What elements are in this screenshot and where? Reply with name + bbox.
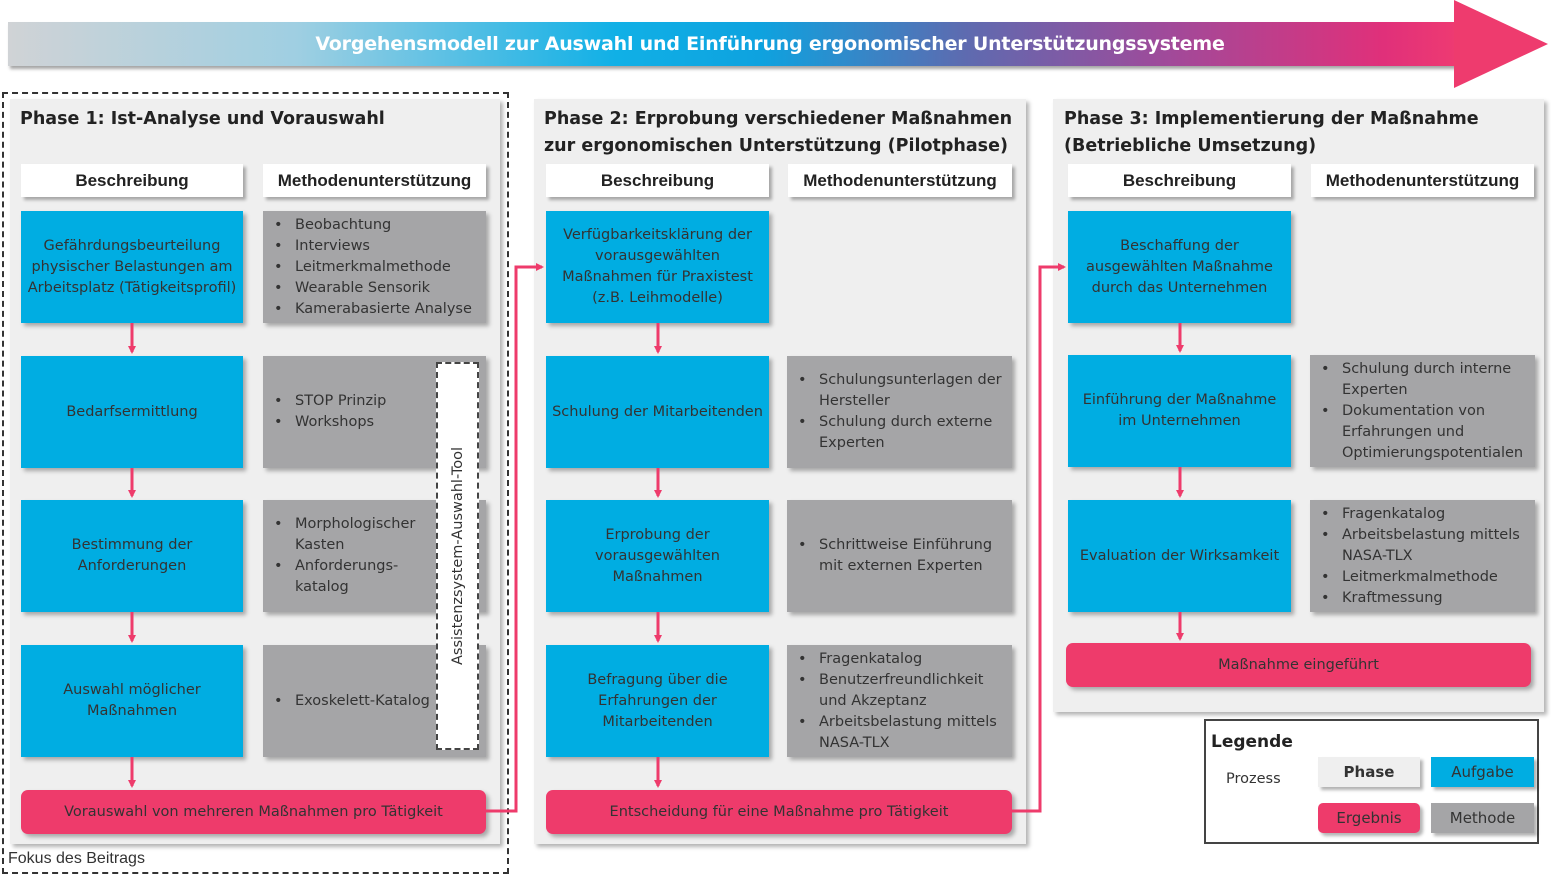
assistance-system-selection-tool: Assistenzsystem-Auswahl-Tool: [436, 362, 479, 750]
legend-task: Aufgabe: [1431, 757, 1534, 787]
phase-1-header-description: Beschreibung: [21, 164, 243, 197]
method-item: Kamerabasierte Analyse: [274, 299, 472, 320]
legend-method: Methode: [1431, 803, 1534, 833]
method-item: Schulung durch externe Experten: [798, 412, 1002, 454]
phase-1-task-2: Bedarfsermittlung: [21, 356, 243, 468]
phase-1-task-4: Auswahl möglicher Maßnahmen: [21, 645, 243, 757]
method-list: Morphologischer Kasten Anforderungs-kata…: [273, 514, 435, 598]
legend-process-label: Prozess: [1226, 771, 1281, 787]
phase-2-methods-3: Schrittweise Einführung mit externen Exp…: [787, 500, 1012, 612]
method-list: Beobachtung Interviews Leitmerkmalmethod…: [273, 215, 472, 320]
method-item: Beobachtung: [274, 215, 472, 236]
method-item: Workshops: [274, 412, 386, 433]
process-banner: [8, 22, 1456, 66]
method-list: Fragenkatalog Arbeitsbelastung mittels N…: [1320, 504, 1525, 609]
method-item: Schulungsunterlagen der Hersteller: [798, 370, 1002, 412]
phase-3-header-description: Beschreibung: [1068, 164, 1291, 197]
phase-3-title: Phase 3: Implementierung der Maßnahme (B…: [1064, 109, 1479, 156]
focus-area: [2, 92, 509, 874]
method-list: Schulungsunterlagen der Hersteller Schul…: [797, 370, 1002, 454]
focus-label: Fokus des Beitrags: [8, 850, 145, 867]
legend-title: Legende: [1211, 732, 1293, 752]
method-item: Anforderungs-katalog: [274, 556, 435, 598]
method-item: Leitmerkmalmethode: [274, 257, 472, 278]
phase-2-result: Entscheidung für eine Maßnahme pro Tätig…: [546, 790, 1012, 834]
method-item: Interviews: [274, 236, 472, 257]
phase-1-methods-1: Beobachtung Interviews Leitmerkmalmethod…: [263, 211, 486, 323]
phase-3-header-methods: Methodenunterstützung: [1311, 164, 1534, 197]
phase-3-task-1: Beschaffung der ausgewählten Maßnahme du…: [1068, 211, 1291, 323]
phase-3-task-2: Einführung der Maßnahme im Unternehmen: [1068, 355, 1291, 467]
phase-2-title: Phase 2: Erprobung verschiedener Maßnahm…: [544, 109, 1013, 156]
method-item: Fragenkatalog: [1321, 504, 1525, 525]
phase-2-task-2: Schulung der Mitarbeitenden: [546, 356, 769, 468]
method-item: Morphologischer Kasten: [274, 514, 435, 556]
method-item: Fragenkatalog: [798, 649, 1002, 670]
phase-2-methods-4: Fragenkatalog Benutzerfreundlichkeit und…: [787, 645, 1012, 757]
method-item: Schulung durch interne Experten: [1321, 359, 1525, 401]
method-list: Schulung durch interne Experten Dokument…: [1320, 359, 1525, 464]
phase-3-task-3: Evaluation der Wirksamkeit: [1068, 500, 1291, 612]
method-item: Schrittweise Einführung mit externen Exp…: [798, 535, 1002, 577]
phase-3-methods-2: Schulung durch interne Experten Dokument…: [1310, 355, 1535, 467]
method-list: Schrittweise Einführung mit externen Exp…: [797, 535, 1002, 577]
legend-phase: Phase: [1318, 757, 1420, 787]
phase-2-header-description: Beschreibung: [546, 164, 769, 197]
phase-2-header-methods: Methodenunterstützung: [788, 164, 1012, 197]
phase-2-task-3: Erprobung der vorausgewählten Maßnahmen: [546, 500, 769, 612]
method-item: Dokumentation von Erfahrungen und Optimi…: [1321, 401, 1525, 464]
process-arrow-icon: [1012, 263, 1066, 813]
method-item: Wearable Sensorik: [274, 278, 472, 299]
phase-1-header-methods: Methodenunterstützung: [263, 164, 486, 197]
phase-1-task-3: Bestimmung der Anforderungen: [21, 500, 243, 612]
method-item: STOP Prinzip: [274, 391, 386, 412]
method-item: Exoskelett-Katalog: [274, 691, 430, 712]
method-item: Arbeitsbelastung mittels NASA-TLX: [798, 712, 1002, 754]
method-item: Leitmerkmalmethode: [1321, 567, 1525, 588]
phase-1-title: Phase 1: Ist-Analyse und Vorauswahl: [20, 109, 385, 129]
phase-2-task-4: Befragung über die Erfahrungen der Mitar…: [546, 645, 769, 757]
phase-1-result: Vorauswahl von mehreren Maßnahmen pro Tä…: [21, 790, 486, 834]
phase-1-task-1: Gefährdungsbeurteilung physischer Belast…: [21, 211, 243, 323]
phase-3-methods-3: Fragenkatalog Arbeitsbelastung mittels N…: [1310, 500, 1535, 612]
phase-3-result: Maßnahme eingeführt: [1066, 643, 1531, 687]
method-list: Exoskelett-Katalog: [273, 691, 430, 712]
method-item: Benutzerfreundlichkeit und Akzeptanz: [798, 670, 1002, 712]
phase-2-task-1: Verfügbarkeitsklärung der vorausgewählte…: [546, 211, 769, 323]
method-list: STOP Prinzip Workshops: [273, 391, 386, 433]
phase-2-methods-2: Schulungsunterlagen der Hersteller Schul…: [787, 356, 1012, 468]
method-list: Fragenkatalog Benutzerfreundlichkeit und…: [797, 649, 1002, 754]
method-item: Kraftmessung: [1321, 588, 1525, 609]
process-arrow-icon: [486, 263, 544, 813]
page-title: Vorgehensmodell zur Auswahl und Einführu…: [315, 33, 1225, 55]
legend-result: Ergebnis: [1318, 803, 1420, 833]
method-item: Arbeitsbelastung mittels NASA-TLX: [1321, 525, 1525, 567]
banner-arrow-head-icon: [1454, 0, 1548, 88]
